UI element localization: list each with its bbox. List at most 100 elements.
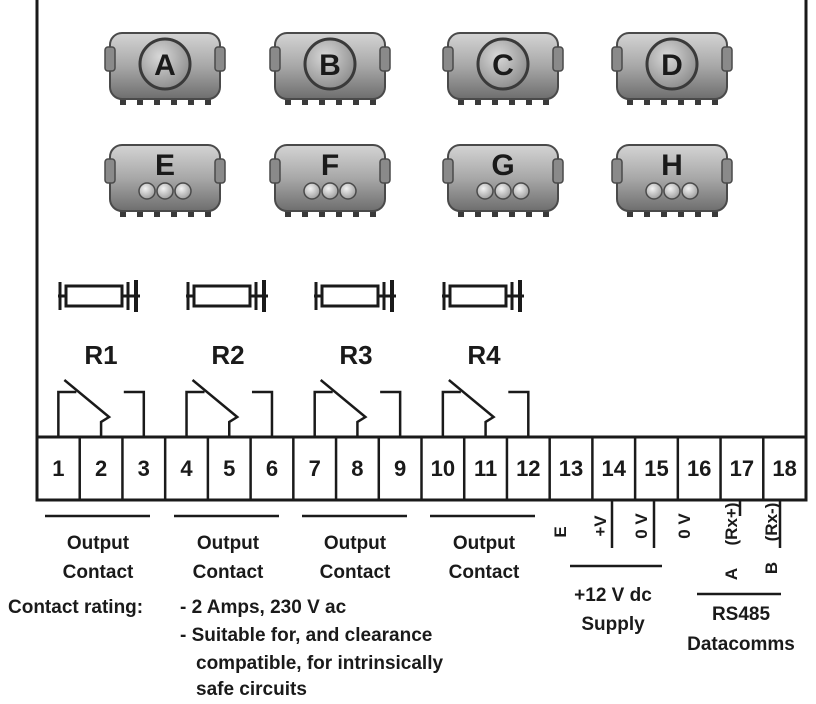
rs485-labels: 0 V A (Rx+) B (Rx-) RS485 Datacomms — [675, 500, 795, 655]
module-tab — [379, 158, 391, 184]
module-pin — [336, 97, 342, 105]
terminal-3: 3 — [138, 456, 150, 481]
module-pin — [644, 209, 650, 217]
module-pin — [353, 97, 359, 105]
terminal-18: 18 — [772, 456, 796, 481]
terminal-6: 6 — [266, 456, 278, 481]
module-tab — [552, 46, 564, 72]
module-label: G — [491, 149, 514, 182]
screw-icon — [512, 182, 530, 200]
contact-rating-item-1: - 2 Amps, 230 V ac — [180, 597, 347, 618]
module-pin — [370, 97, 376, 105]
module-pin — [475, 97, 481, 105]
contact-rating-item-2-line-2: compatible, for intrinsically — [196, 653, 444, 674]
module-label: B — [319, 49, 341, 82]
module-pin — [492, 209, 498, 217]
screw-icon — [663, 182, 681, 200]
module-pin — [695, 209, 701, 217]
module-tab — [214, 158, 226, 184]
module-pin — [526, 209, 532, 217]
module-pin — [627, 209, 633, 217]
screw-icon — [494, 182, 512, 200]
supply-line1: +12 V dc — [574, 585, 652, 606]
terminal-12: 12 — [516, 456, 540, 481]
module-label: D — [661, 49, 683, 82]
supply-e-label: E — [551, 526, 570, 537]
terminal-8: 8 — [351, 456, 363, 481]
module-tab — [552, 158, 564, 184]
module-dial — [303, 37, 357, 91]
terminal-14: 14 — [602, 456, 627, 481]
screw-icon — [645, 182, 663, 200]
module-tab — [611, 46, 623, 72]
output-1-line1: Output — [67, 533, 130, 554]
module-pin — [543, 97, 549, 105]
screw-icon — [138, 182, 156, 200]
module-a: A — [104, 32, 226, 105]
module-pin — [205, 97, 211, 105]
module-pin — [302, 97, 308, 105]
terminal-11: 11 — [474, 456, 497, 481]
contact-rating-heading: Contact rating: — [8, 597, 144, 618]
module-pin — [336, 209, 342, 217]
supply-line2: Supply — [581, 614, 645, 635]
module-pin — [627, 97, 633, 105]
terminal-4: 4 — [180, 456, 193, 481]
module-h: H — [611, 144, 733, 217]
module-pin — [120, 209, 126, 217]
module-dial — [476, 37, 530, 91]
relay-contacts — [57, 379, 530, 437]
module-label: A — [154, 49, 176, 82]
rs485-line2: Datacomms — [687, 634, 795, 655]
module-tab — [379, 46, 391, 72]
module-pin — [712, 97, 718, 105]
terminal-16: 16 — [687, 456, 711, 481]
module-tab — [442, 158, 454, 184]
module-pin — [678, 209, 684, 217]
module-tab — [611, 158, 623, 184]
module-pin — [120, 97, 126, 105]
module-pin — [475, 209, 481, 217]
module-pin — [188, 97, 194, 105]
module-pin — [661, 97, 667, 105]
fuse-row — [58, 280, 524, 312]
screw-icon — [476, 182, 494, 200]
module-label: H — [661, 149, 683, 182]
module-pin — [678, 97, 684, 105]
module-pin — [205, 209, 211, 217]
output-2-line2: Contact — [193, 562, 264, 583]
terminal-1: 1 — [52, 456, 64, 481]
module-e: E — [104, 144, 226, 217]
relay-contact-3 — [313, 379, 402, 437]
supply-labels: E +V 0 V +12 V dc Supply — [551, 500, 662, 635]
module-tab — [104, 46, 116, 72]
module-pin — [285, 209, 291, 217]
module-pin — [509, 97, 515, 105]
module-pin — [492, 97, 498, 105]
module-b: B — [269, 32, 391, 105]
module-pin — [154, 97, 160, 105]
relay-label-r4: R4 — [467, 340, 501, 370]
fuse-icon — [186, 280, 268, 312]
module-pin — [695, 97, 701, 105]
relay-label-r3: R3 — [339, 340, 372, 370]
module-pin — [302, 209, 308, 217]
relay-labels: R1 R2 R3 R4 — [84, 340, 501, 370]
rs485-a-label: A — [722, 568, 741, 580]
screw-icon — [174, 182, 192, 200]
terminal-9: 9 — [394, 456, 406, 481]
module-tab — [442, 46, 454, 72]
screw-icon — [321, 182, 339, 200]
module-pin — [644, 97, 650, 105]
relay-contact-2 — [185, 379, 274, 437]
screw-icon — [339, 182, 357, 200]
module-pin — [661, 209, 667, 217]
relay-label-r1: R1 — [84, 340, 117, 370]
terminal-7: 7 — [309, 456, 321, 481]
module-pin — [526, 97, 532, 105]
module-pin — [319, 97, 325, 105]
module-label: C — [492, 49, 514, 82]
terminal-10: 10 — [431, 456, 455, 481]
